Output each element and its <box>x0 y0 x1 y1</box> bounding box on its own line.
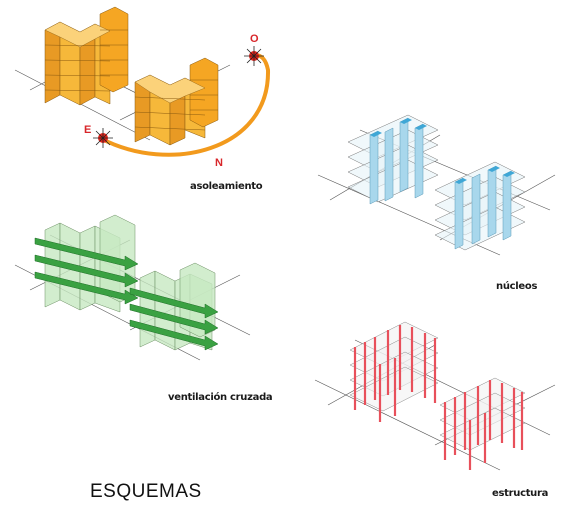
sun-path-arc <box>99 53 271 157</box>
nucleos-drawing <box>317 114 556 256</box>
sheet-title: ESQUEMAS <box>90 481 202 502</box>
caption-asoleamiento: asoleamiento <box>190 181 263 192</box>
frame-block-a <box>349 321 439 422</box>
panel-asoleamiento: E N O <box>0 0 300 200</box>
core-block-b <box>434 161 526 251</box>
compass-north-label: N <box>215 157 223 169</box>
caption-estructura: estructura <box>492 488 549 499</box>
building-block-b <box>134 57 219 146</box>
sun-east-icon <box>93 128 113 148</box>
building-block-a <box>44 6 129 106</box>
core-block-a <box>347 114 439 205</box>
estructura-drawing <box>314 321 556 471</box>
vent-block-b <box>129 262 219 351</box>
asoleamiento-drawing: E N O <box>14 6 271 169</box>
caption-nucleos: núcleos <box>496 281 538 292</box>
compass-west-label: O <box>250 33 259 45</box>
panel-nucleos <box>300 90 572 290</box>
sun-west-icon <box>244 46 264 66</box>
ventilacion-drawing <box>14 214 251 361</box>
panel-estructura <box>300 300 572 490</box>
vent-block-a <box>34 214 139 313</box>
compass-east-label: E <box>84 124 91 136</box>
panel-ventilacion <box>0 200 300 390</box>
frame-block-b <box>439 377 526 470</box>
caption-ventilacion: ventilación cruzada <box>168 392 273 403</box>
